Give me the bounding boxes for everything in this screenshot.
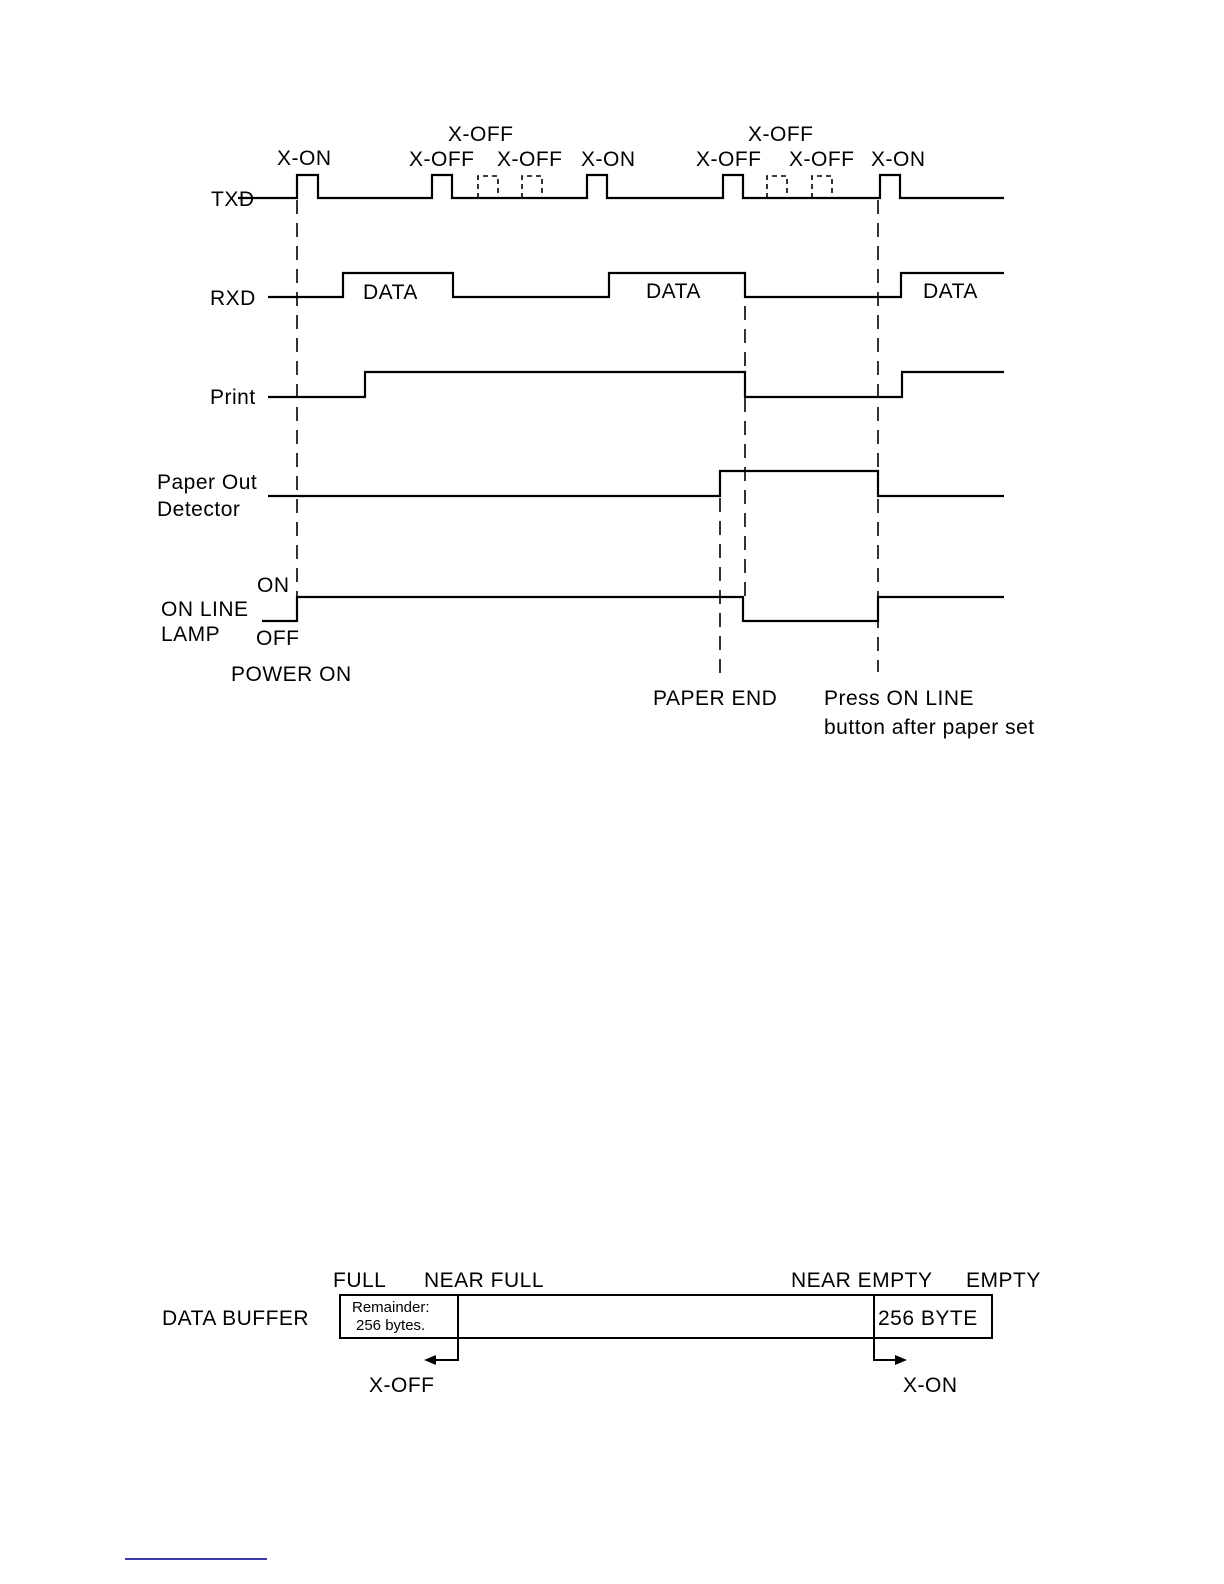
rxd-data-label-1: DATA [363,281,418,304]
txd-xoff-repeat-4 [812,176,832,198]
txd-xoff-group1-top-label: X-OFF [448,123,514,146]
buffer-empty-label: EMPTY [966,1269,1041,1292]
print-waveform [268,372,1004,397]
press-online-label-line2: button after paper set [824,716,1035,739]
buffer-diagram: FULL NEAR FULL NEAR EMPTY EMPTY DATA BUF… [162,1269,1041,1397]
txd-signal-label: TXD [211,188,255,211]
rxd-data-label-2: DATA [646,280,701,303]
xon-arrow-line [874,1338,898,1360]
txd-xoff-label-2b: X-OFF [789,148,855,171]
press-online-label-line1: Press ON LINE [824,687,974,710]
txd-xoff-repeat-3 [767,176,787,198]
xoff-label: X-OFF [369,1374,435,1397]
txd-xon-label-3: X-ON [871,148,926,171]
rxd-signal-label: RXD [210,287,256,310]
txd-waveform [238,175,1004,198]
txd-xon-label-1: X-ON [277,147,332,170]
remainder-label-line2: 256 bytes. [356,1317,425,1334]
paper-end-label: PAPER END [653,687,777,710]
timing-diagram: X-ON X-OFF X-OFF X-OFF X-ON X-OFF X-OFF … [157,123,1035,739]
txd-xoff-label-1a: X-OFF [409,148,475,171]
lamp-on-label: ON [257,574,290,597]
data-buffer-label: DATA BUFFER [162,1307,309,1330]
paper-out-waveform [268,471,1004,496]
txd-xon-label-2: X-ON [581,148,636,171]
online-lamp-label-line2: LAMP [161,623,220,646]
online-lamp-waveform [262,597,1004,621]
buffer-full-label: FULL [333,1269,386,1292]
xoff-arrowhead-icon [424,1355,436,1365]
remainder-label-line1: Remainder: [352,1299,430,1316]
txd-xoff-repeat-2 [522,176,542,198]
buffer-near-empty-label: NEAR EMPTY [791,1269,933,1292]
lamp-off-label: OFF [256,627,300,650]
rxd-data-label-3: DATA [923,280,978,303]
buffer-near-full-label: NEAR FULL [424,1269,544,1292]
txd-xoff-repeat-1 [478,176,498,198]
txd-xoff-label-1b: X-OFF [497,148,563,171]
txd-xoff-label-2a: X-OFF [696,148,762,171]
print-signal-label: Print [210,386,256,409]
power-on-label: POWER ON [231,663,352,686]
xon-arrowhead-icon [895,1355,907,1365]
txd-xoff-group2-top-label: X-OFF [748,123,814,146]
paper-out-label-line1: Paper Out [157,471,257,494]
online-lamp-label-line1: ON LINE [161,598,249,621]
paper-out-label-line2: Detector [157,498,240,521]
xon-label: X-ON [903,1374,958,1397]
byte-block-label: 256 BYTE [878,1307,978,1330]
